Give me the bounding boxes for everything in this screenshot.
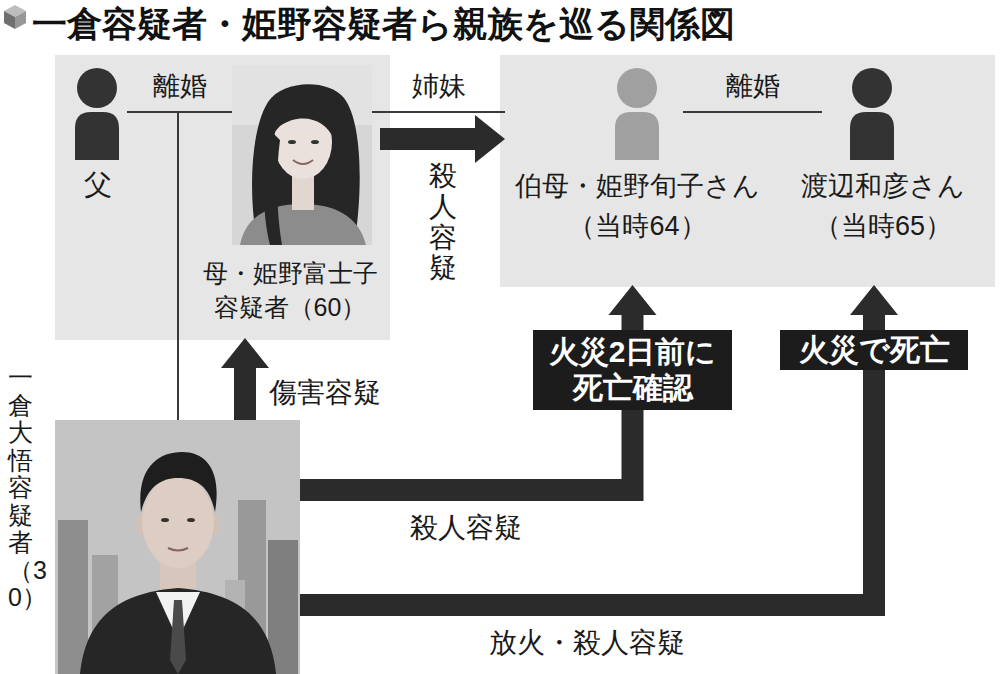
person-icon bbox=[615, 68, 659, 160]
icon-head bbox=[852, 68, 892, 108]
cube-face bbox=[4, 11, 15, 29]
photo-ground bbox=[232, 65, 372, 245]
cube-face bbox=[15, 11, 26, 29]
node-text: 伯母・姫野旬子さん （当時64） bbox=[505, 166, 770, 246]
node-text: 父 bbox=[84, 168, 112, 202]
connector-line bbox=[127, 111, 232, 113]
edge-label: 傷害容疑 bbox=[269, 374, 381, 412]
icon-body bbox=[615, 112, 659, 160]
victim-panel bbox=[500, 55, 995, 287]
icon-head bbox=[617, 68, 657, 108]
connector bbox=[127, 112, 232, 113]
hair bbox=[264, 130, 282, 245]
mouth bbox=[168, 548, 188, 551]
node-text: 母・姫野富士子 容疑者（60） bbox=[195, 256, 385, 324]
node-text: 火災2日前に 死亡確認 bbox=[539, 334, 726, 406]
person-icon bbox=[75, 68, 119, 160]
connector-line bbox=[622, 313, 644, 330]
hair bbox=[272, 97, 335, 140]
eye bbox=[311, 140, 319, 144]
child-line bbox=[177, 112, 179, 420]
person-node: 父 bbox=[62, 62, 134, 204]
building bbox=[58, 520, 88, 674]
connector-line bbox=[380, 128, 477, 150]
arrow-head bbox=[609, 285, 657, 315]
family-panel bbox=[55, 55, 390, 340]
photo-ground bbox=[55, 420, 300, 674]
connector bbox=[372, 112, 505, 113]
face bbox=[142, 476, 214, 568]
title-cube-icon bbox=[4, 5, 26, 29]
connector-line bbox=[300, 410, 633, 490]
edge-label: 離婚 bbox=[726, 68, 780, 104]
connector bbox=[221, 338, 269, 420]
edge-label: 放火・殺人容疑 bbox=[489, 624, 685, 662]
eye bbox=[288, 140, 296, 144]
icon-head bbox=[77, 68, 117, 108]
connector bbox=[683, 112, 822, 113]
hair bbox=[140, 452, 216, 512]
connector bbox=[380, 115, 505, 163]
node-text: 渡辺和彦さん （当時65） bbox=[774, 166, 992, 246]
portrait-photo bbox=[232, 65, 372, 245]
connector-line bbox=[372, 111, 505, 113]
connector bbox=[609, 285, 657, 330]
connector-line bbox=[863, 313, 885, 330]
connector-line bbox=[683, 111, 822, 113]
eye bbox=[161, 518, 169, 522]
arrow-head bbox=[850, 285, 898, 315]
node-text: 火災で死亡 bbox=[799, 332, 950, 368]
vertical-name: 一倉大悟容疑者（30） bbox=[8, 364, 33, 612]
eye bbox=[187, 518, 195, 522]
connector bbox=[300, 410, 633, 490]
person-node: 母・姫野富士子 容疑者（60） bbox=[195, 62, 385, 338]
clothing bbox=[240, 204, 366, 245]
edge-label: 殺人容疑 bbox=[410, 509, 522, 547]
edge-label: 離婚 bbox=[153, 68, 207, 104]
portrait-photo bbox=[55, 420, 300, 674]
arrow-head bbox=[221, 338, 269, 368]
icon-body bbox=[75, 112, 119, 160]
tie bbox=[170, 600, 186, 674]
suit bbox=[80, 588, 276, 674]
connector-line bbox=[234, 366, 256, 420]
arrow-head bbox=[475, 115, 505, 163]
edge-label: 殺人容疑 bbox=[429, 161, 457, 284]
icon-body bbox=[850, 112, 894, 160]
mouth bbox=[293, 160, 313, 164]
status-box: 火災2日前に 死亡確認 bbox=[533, 330, 732, 410]
connector bbox=[850, 285, 898, 330]
edge-label: 姉妹 bbox=[412, 68, 466, 104]
person-node: 渡辺和彦さん （当時65） bbox=[774, 62, 992, 285]
person-icon bbox=[850, 68, 894, 160]
suspect-node: 一倉大悟容疑者（30） bbox=[55, 420, 300, 674]
diagram-title: 一倉容疑者・姫野容疑者ら親族を巡る関係図 bbox=[32, 1, 735, 48]
status-box: 火災で死亡 bbox=[780, 330, 968, 370]
